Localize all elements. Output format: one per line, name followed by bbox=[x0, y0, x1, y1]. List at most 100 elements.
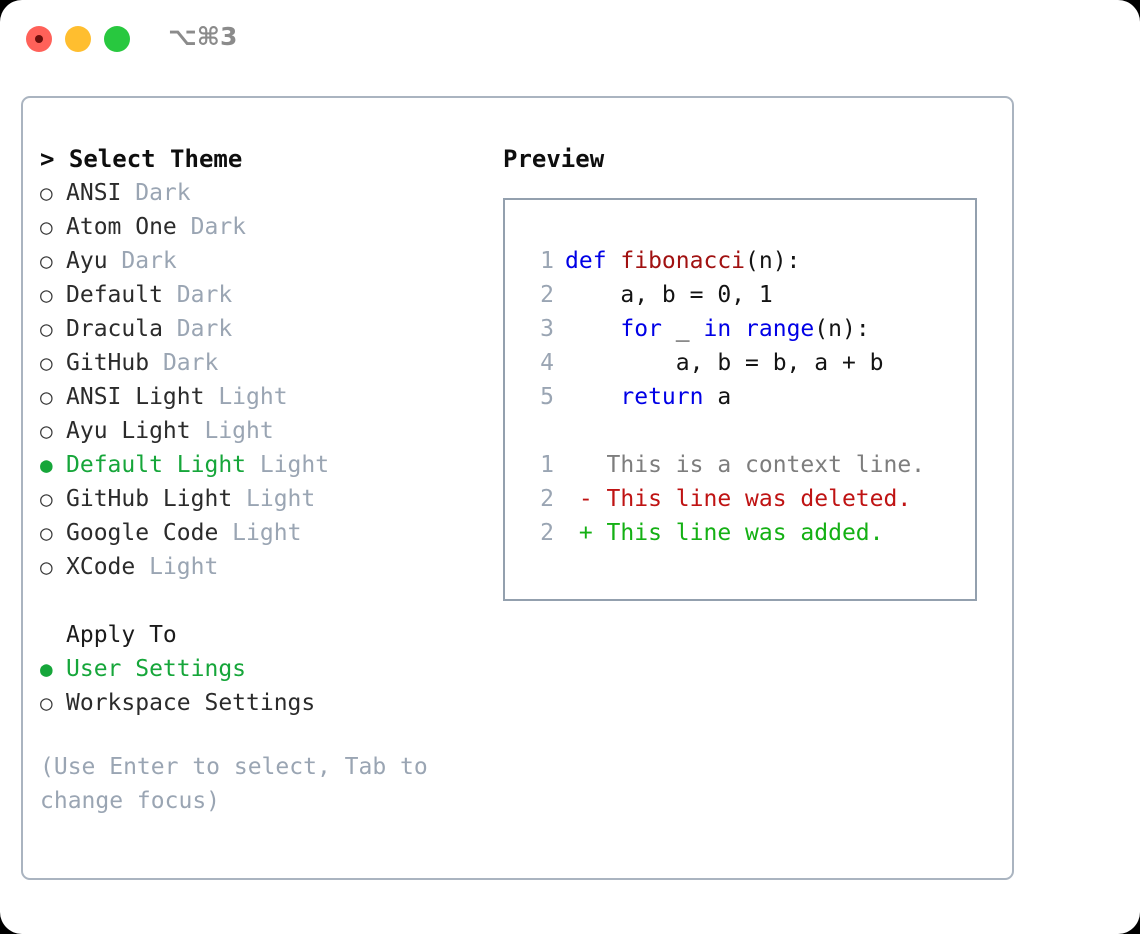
line-number: 1 bbox=[540, 248, 554, 274]
theme-option-label: ANSI Light bbox=[66, 384, 205, 410]
theme-option-label: Ayu bbox=[66, 248, 108, 274]
apply-to-option-list[interactable]: ● User Settings ○ Workspace Settings bbox=[40, 652, 480, 720]
theme-option-tag: Dark bbox=[162, 316, 233, 342]
theme-option-tag: Light bbox=[204, 384, 288, 410]
code-line-4: 4 a, b = b, a + b bbox=[505, 346, 975, 380]
theme-option-tag: Dark bbox=[176, 214, 247, 240]
radio-unselected-icon: ○ bbox=[40, 385, 53, 409]
diff-line-1: 1 This is a context line. bbox=[505, 448, 975, 482]
code-text: return a bbox=[565, 380, 731, 414]
code-text: a, b = 0, 1 bbox=[565, 278, 773, 312]
keyboard-shortcut-label: ⌥⌘3 bbox=[168, 22, 238, 51]
radio-unselected-icon: ○ bbox=[40, 487, 53, 511]
code-line-3: 3 for _ in range(n): bbox=[505, 312, 975, 346]
radio-unselected-icon: ○ bbox=[40, 181, 53, 205]
code-text: def fibonacci(n): bbox=[565, 244, 800, 278]
token-plain: a, b = 0, 1 bbox=[565, 282, 773, 308]
select-theme-heading: > Select Theme bbox=[40, 145, 243, 173]
diff-text-del: - This line was deleted. bbox=[565, 486, 912, 512]
theme-option-tag: Dark bbox=[149, 350, 219, 376]
theme-option-11[interactable]: ○ XCode Light bbox=[40, 550, 480, 584]
apply-to-heading: Apply To bbox=[66, 622, 177, 648]
theme-option-7[interactable]: ○ Ayu Light Light bbox=[40, 414, 480, 448]
maximize-button[interactable] bbox=[104, 26, 130, 52]
theme-option-label: ANSI bbox=[66, 180, 122, 206]
apply-to-option-1[interactable]: ○ Workspace Settings bbox=[40, 686, 480, 720]
radio-unselected-icon: ○ bbox=[40, 691, 53, 715]
token-plain bbox=[731, 316, 745, 342]
line-number: 1 bbox=[540, 452, 554, 478]
apply-to-option-label: User Settings bbox=[66, 656, 247, 682]
token-plain: a, b = b, a + b bbox=[565, 350, 884, 376]
theme-option-tag: Light bbox=[135, 554, 219, 580]
token-kw: def bbox=[565, 248, 621, 274]
token-plain: _ bbox=[661, 316, 704, 342]
token-fn: fibonacci bbox=[620, 248, 746, 274]
theme-option-1[interactable]: ○Atom One Dark bbox=[40, 210, 480, 244]
spacer bbox=[40, 584, 480, 618]
apply-to-option-label: Workspace Settings bbox=[66, 690, 316, 716]
radio-unselected-icon: ○ bbox=[40, 419, 53, 443]
minimize-button[interactable] bbox=[65, 26, 91, 52]
code-text: for _ in range(n): bbox=[565, 312, 869, 346]
radio-unselected-icon: ○ bbox=[40, 521, 53, 545]
theme-option-label: GitHub bbox=[66, 350, 150, 376]
radio-unselected-icon: ○ bbox=[40, 555, 53, 579]
radio-unselected-icon: ○ bbox=[40, 317, 53, 341]
diff-text-ctx: This is a context line. bbox=[565, 452, 926, 478]
theme-option-5[interactable]: ○ GitHub Dark bbox=[40, 346, 480, 380]
window-controls bbox=[26, 26, 130, 52]
theme-option-label: XCode bbox=[66, 554, 136, 580]
radio-selected-icon: ● bbox=[40, 453, 53, 477]
main-panel: > Select Theme ○ANSI Dark○Atom One Dark○… bbox=[21, 96, 1014, 880]
line-number: 2 bbox=[540, 486, 554, 512]
theme-option-tag: Dark bbox=[121, 180, 191, 206]
theme-option-10[interactable]: ○Google Code Light bbox=[40, 516, 480, 550]
theme-option-tag: Light bbox=[190, 418, 274, 444]
theme-option-0[interactable]: ○ ANSI Dark bbox=[40, 176, 480, 210]
line-number: 2 bbox=[540, 520, 554, 546]
line-number: 2 bbox=[540, 282, 554, 308]
theme-option-tag: Dark bbox=[162, 282, 233, 308]
token-kw: in bbox=[703, 316, 732, 342]
diff-text-add: + This line was added. bbox=[565, 520, 884, 546]
diff-line-3: 2 + This line was added. bbox=[505, 516, 975, 550]
token-kw: range bbox=[745, 316, 815, 342]
keyboard-hint-text: (Use Enter to select, Tab to change focu… bbox=[40, 754, 442, 814]
theme-option-label: Atom One bbox=[66, 214, 177, 240]
radio-unselected-icon: ○ bbox=[40, 351, 53, 375]
close-button[interactable] bbox=[26, 26, 52, 52]
spacer bbox=[505, 414, 975, 448]
radio-unselected-icon: ○ bbox=[40, 283, 53, 307]
radio-unselected-icon: ○ bbox=[40, 249, 53, 273]
theme-option-label: Google Code bbox=[66, 520, 219, 546]
token-plain: (n): bbox=[745, 248, 801, 274]
theme-option-label: Ayu Light bbox=[66, 418, 191, 444]
theme-option-4[interactable]: ○Dracula Dark bbox=[40, 312, 480, 346]
token-plain bbox=[565, 384, 620, 410]
code-line-5: 5 return a bbox=[505, 380, 975, 414]
code-line-2: 2 a, b = 0, 1 bbox=[505, 278, 975, 312]
theme-option-tag: Dark bbox=[107, 248, 177, 274]
theme-option-2[interactable]: ○ Ayu Dark bbox=[40, 244, 480, 278]
diff-line-2: 2 - This line was deleted. bbox=[505, 482, 975, 516]
theme-option-3[interactable]: ○ Default Dark bbox=[40, 278, 480, 312]
token-kw: for bbox=[620, 316, 662, 342]
theme-option-6[interactable]: ○ ANSI Light Light bbox=[40, 380, 480, 414]
code-text: a, b = b, a + b bbox=[565, 346, 884, 380]
line-number: 4 bbox=[540, 350, 554, 376]
theme-option-9[interactable]: ○GitHub Light Light bbox=[40, 482, 480, 516]
theme-option-8[interactable]: ●Default Light Light bbox=[40, 448, 480, 482]
radio-selected-icon: ● bbox=[40, 657, 53, 681]
apply-to-option-0[interactable]: ● User Settings bbox=[40, 652, 480, 686]
preview-heading: Preview bbox=[503, 145, 605, 173]
diff-sample: 1 This is a context line.2 - This line w… bbox=[505, 448, 975, 550]
token-plain: a bbox=[703, 384, 732, 410]
theme-option-list[interactable]: ○ANSI Dark○Atom One Dark○Ayu Dark○Defaul… bbox=[40, 176, 480, 584]
theme-option-tag: Light bbox=[232, 486, 316, 512]
theme-option-label: Default bbox=[66, 282, 163, 308]
